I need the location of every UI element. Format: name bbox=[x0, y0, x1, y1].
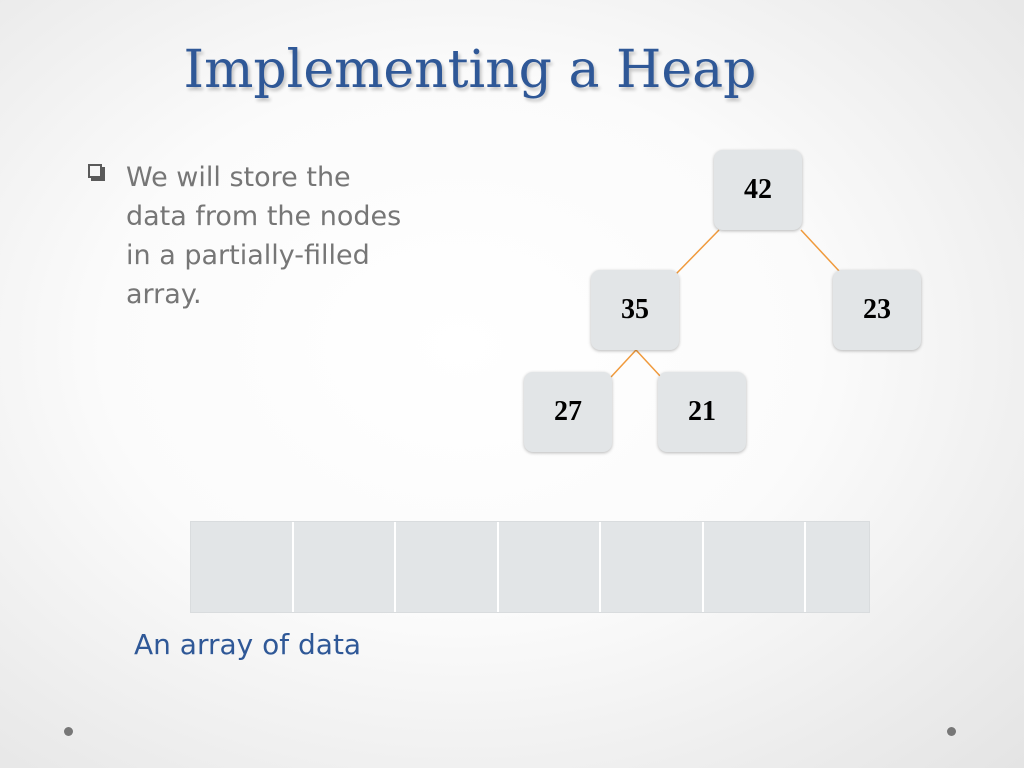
tree-node-left-left: 27 bbox=[524, 372, 612, 452]
array-cell bbox=[191, 522, 294, 612]
checkbox-bullet-icon bbox=[88, 164, 102, 178]
array-cell bbox=[601, 522, 704, 612]
slide-title: Implementing a Heap bbox=[183, 40, 757, 100]
array-cell bbox=[499, 522, 601, 612]
edge-left-leftleft bbox=[610, 349, 637, 378]
tree-node-right: 23 bbox=[833, 270, 921, 350]
array-cell bbox=[806, 522, 869, 612]
edge-root-right bbox=[800, 229, 841, 273]
array-cell bbox=[396, 522, 499, 612]
corner-dot-left bbox=[64, 727, 73, 736]
array-cell bbox=[704, 522, 806, 612]
tree-node-left: 35 bbox=[591, 270, 679, 350]
tree-node-left-right: 21 bbox=[658, 372, 746, 452]
array-cell bbox=[294, 522, 396, 612]
edge-root-left bbox=[675, 229, 720, 275]
corner-dot-right bbox=[947, 727, 956, 736]
edge-left-leftright bbox=[635, 349, 662, 378]
array-caption: An array of data bbox=[134, 628, 362, 661]
data-array bbox=[190, 521, 870, 613]
tree-node-root: 42 bbox=[714, 150, 802, 230]
bullet-text: We will store the data from the nodes in… bbox=[126, 162, 402, 310]
